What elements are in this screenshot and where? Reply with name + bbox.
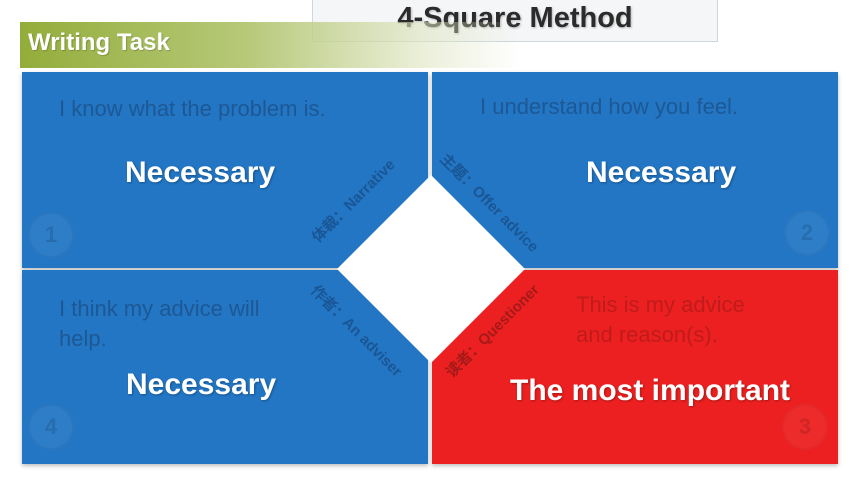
quadrant-1-prompt: I know what the problem is. xyxy=(59,96,326,121)
section-banner-label: Writing Task xyxy=(28,29,170,56)
quadrant-4-prompt-line-2: help. xyxy=(59,326,107,351)
quadrant-2-label: Necessary xyxy=(586,156,737,189)
quadrant-1-label: Necessary xyxy=(125,156,276,189)
quadrant-4: I think my advice will help. Necessary 4 xyxy=(22,270,428,464)
quadrant-1: I know what the problem is. Necessary 1 xyxy=(22,72,428,268)
quadrant-2: I understand how you feel. Necessary 2 xyxy=(432,72,838,268)
section-banner xyxy=(20,22,520,68)
quadrant-3-number: 3 xyxy=(782,404,828,450)
quadrant-3-prompt-line-2: and reason(s). xyxy=(576,322,718,347)
quadrant-2-number: 2 xyxy=(784,210,830,256)
quadrant-3-label: The most important xyxy=(510,374,791,407)
quadrant-1-number: 1 xyxy=(28,212,74,258)
center-diamond xyxy=(337,175,525,363)
quadrant-4-number: 4 xyxy=(28,404,74,450)
quadrant-2-prompt: I understand how you feel. xyxy=(480,94,739,119)
quadrant-3-prompt-line-1: This is my advice xyxy=(576,292,745,317)
quadrant-4-label: Necessary xyxy=(126,368,277,401)
quadrant-3: This is my advice and reason(s). The mos… xyxy=(432,270,838,464)
quadrant-4-prompt-line-1: I think my advice will xyxy=(59,296,260,321)
